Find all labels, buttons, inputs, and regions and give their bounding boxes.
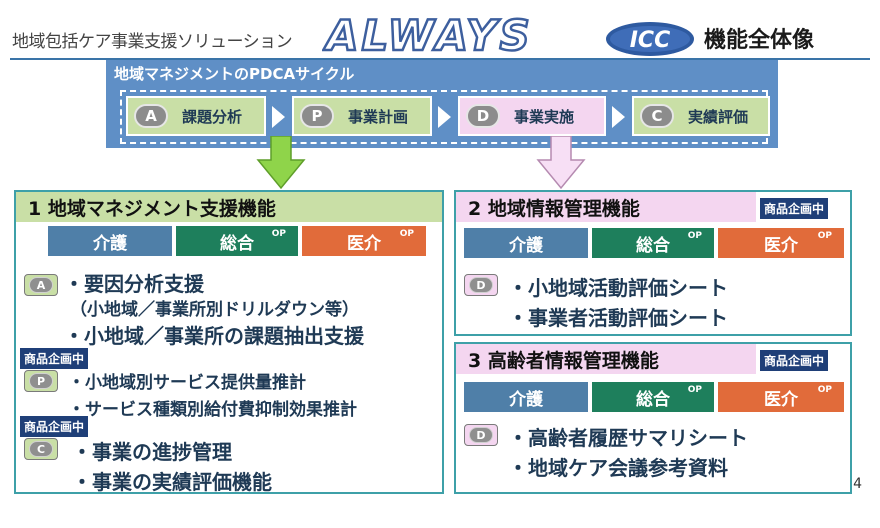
- category-kaigo-label: 介護: [509, 235, 543, 256]
- p-letter: P: [29, 373, 53, 389]
- category-kaigo-label: 介護: [93, 233, 127, 254]
- op-mark: OP: [399, 229, 414, 239]
- category-iryou-label: 医介: [764, 235, 798, 256]
- pdca-band: 地域マネジメントのPDCAサイクル A 課題分析 P 事業計画 D 事業実施 C…: [106, 60, 778, 148]
- panel2-line1: ・小地域活動評価シート: [508, 276, 728, 300]
- op-mark: OP: [271, 229, 286, 239]
- op-mark: OP: [817, 231, 832, 241]
- category-kaigo: 介護: [464, 382, 588, 412]
- pdca-step-c: C 実績評価: [632, 96, 770, 136]
- panel1-title: 1 地域マネジメント支援機能: [16, 192, 442, 222]
- a-badge-icon: A: [24, 274, 58, 296]
- header-divider: [10, 58, 870, 60]
- always-logo-text: ALWAYS: [323, 14, 533, 56]
- panel3-title: 3 高齢者情報管理機能: [456, 344, 756, 374]
- chevron-right-icon: [438, 106, 451, 128]
- step-p-label: 事業計画: [348, 107, 409, 126]
- page-number: 4: [853, 476, 862, 492]
- category-kaigo-label: 介護: [509, 389, 543, 410]
- step-c-icon: C: [640, 104, 674, 128]
- op-mark: OP: [687, 231, 702, 241]
- category-iryou-label: 医介: [347, 233, 381, 254]
- panel3-line1: ・高齢者履歴サマリシート: [508, 426, 748, 450]
- panel1-a-line2: （小地域／事業所別ドリルダウン等）: [70, 300, 359, 320]
- d-letter: D: [469, 277, 493, 293]
- c-letter: C: [29, 441, 53, 457]
- step-a-label: 課題分析: [182, 107, 243, 126]
- panel1-a-line3: ・小地域／事業所の課題抽出支援: [64, 324, 364, 348]
- pdca-step-p: P 事業計画: [292, 96, 432, 136]
- panel1-p-line1: ・小地域別サービス提供量推計: [68, 373, 306, 393]
- planning-badge: 商品企画中: [760, 350, 829, 371]
- step-a-icon: A: [134, 104, 168, 128]
- step-p-icon: P: [300, 104, 334, 128]
- panel1-a-line1: ・要因分析支援: [64, 272, 204, 296]
- alwayslogo: ALWAYS: [322, 14, 533, 56]
- category-kaigo: 介護: [464, 228, 588, 258]
- d-badge-icon: D: [464, 274, 498, 296]
- icc-logo: ICC: [606, 22, 694, 56]
- pdca-step-d: D 事業実施: [458, 96, 606, 136]
- pdca-step-a: A 課題分析: [126, 96, 266, 136]
- category-kaigo: 介護: [48, 226, 172, 256]
- d-letter: D: [469, 427, 493, 443]
- category-sougou-label: 総合: [636, 235, 670, 256]
- category-sougou: 総合 OP: [176, 226, 298, 256]
- green-down-arrow-icon: [256, 136, 306, 190]
- category-sougou: 総合 OP: [592, 382, 714, 412]
- category-sougou: 総合 OP: [592, 228, 714, 258]
- pink-down-arrow-icon: [536, 136, 586, 190]
- header-subtitle: 地域包括ケア事業支援ソリューション: [12, 32, 293, 52]
- panel-region-info: 2 地域情報管理機能 商品企画中 介護 総合 OP 医介 OP D ・小地域活動…: [454, 190, 852, 336]
- category-sougou-label: 総合: [220, 233, 254, 254]
- icc-logo-text: ICC: [630, 28, 670, 53]
- chevron-right-icon: [272, 106, 285, 128]
- panel1-p-line2: ・サービス種類別給付費抑制効果推計: [68, 400, 357, 420]
- category-iryou: 医介 OP: [718, 382, 844, 412]
- category-iryou: 医介 OP: [302, 226, 426, 256]
- page-title: 機能全体像: [704, 28, 815, 53]
- category-iryou: 医介 OP: [718, 228, 844, 258]
- op-mark: OP: [687, 385, 702, 395]
- chevron-right-icon: [612, 106, 625, 128]
- panel2-title: 2 地域情報管理機能: [456, 192, 756, 222]
- header: 地域包括ケア事業支援ソリューション ALWAYS ICC 機能全体像: [0, 0, 880, 62]
- panel2-line2: ・事業者活動評価シート: [508, 306, 728, 330]
- planning-badge: 商品企画中: [20, 348, 89, 369]
- panel1-c-line2: ・事業の実績評価機能: [72, 470, 272, 494]
- category-sougou-label: 総合: [636, 389, 670, 410]
- p-badge-icon: P: [24, 370, 58, 392]
- op-mark: OP: [817, 385, 832, 395]
- pdca-title: 地域マネジメントのPDCAサイクル: [114, 65, 355, 83]
- panel1-c-line1: ・事業の進捗管理: [72, 440, 232, 464]
- step-c-label: 実績評価: [688, 107, 749, 126]
- category-iryou-label: 医介: [764, 389, 798, 410]
- d-badge-icon: D: [464, 424, 498, 446]
- planning-badge: 商品企画中: [20, 416, 89, 437]
- step-d-icon: D: [466, 104, 500, 128]
- a-letter: A: [29, 277, 53, 293]
- planning-badge: 商品企画中: [760, 198, 829, 219]
- panel3-line2: ・地域ケア会議参考資料: [508, 456, 728, 480]
- panel-elderly-info: 3 高齢者情報管理機能 商品企画中 介護 総合 OP 医介 OP D ・高齢者履…: [454, 342, 852, 494]
- panel-region-management: 1 地域マネジメント支援機能 介護 総合 OP 医介 OP A ・要因分析支援 …: [14, 190, 444, 494]
- c-badge-icon: C: [24, 438, 58, 460]
- step-d-label: 事業実施: [514, 107, 575, 126]
